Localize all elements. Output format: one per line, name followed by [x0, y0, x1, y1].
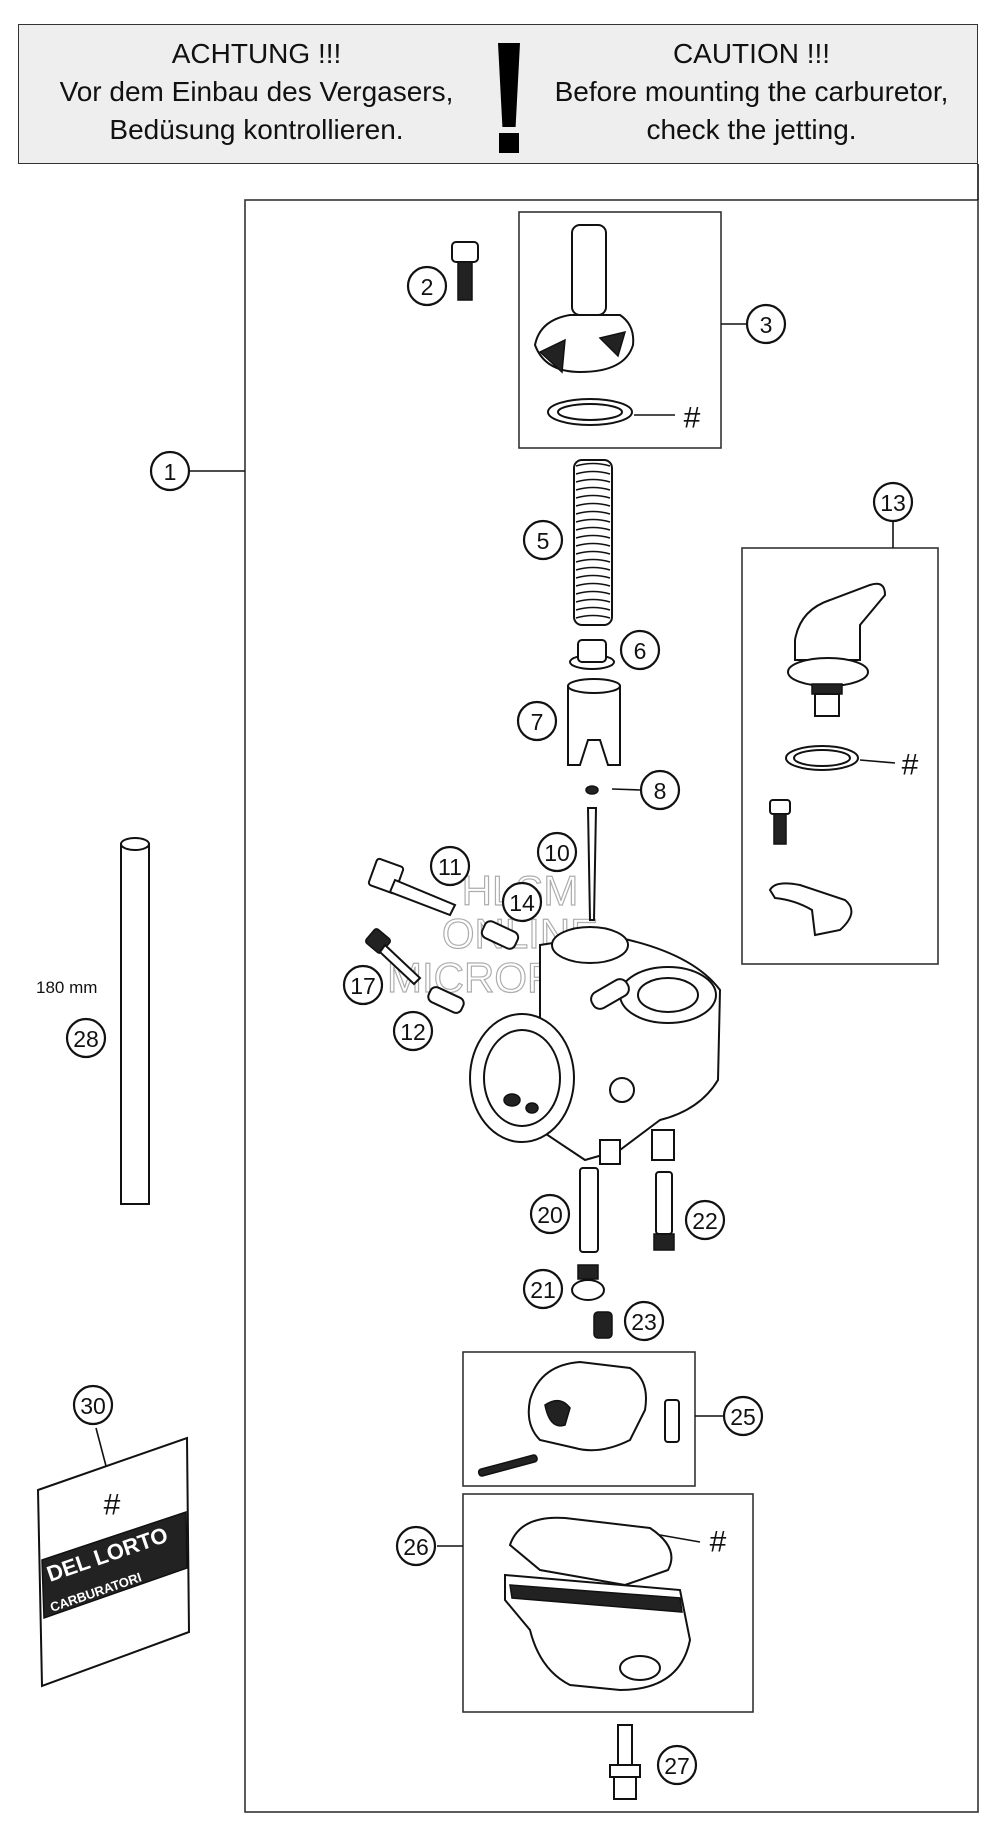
english-warning-line2: check the jetting. — [646, 114, 857, 145]
part-callout-3: 3 — [745, 303, 787, 345]
choke-box — [741, 547, 939, 965]
clip-part-8 — [585, 785, 599, 795]
part-callout-17: 17 — [342, 964, 384, 1006]
gasket-hash-symbol: # — [710, 1526, 727, 1559]
svg-text:25: 25 — [730, 1404, 756, 1430]
svg-text:14: 14 — [509, 890, 535, 916]
jet-part-20 — [579, 1167, 599, 1253]
float-bowl-box — [462, 1493, 754, 1713]
gasket-hash-symbol: # — [902, 749, 919, 782]
english-warning-line1: Before mounting the carburetor, — [554, 76, 949, 107]
part-callout-27: 27 — [656, 1744, 698, 1786]
gasket-hash-symbol: # — [684, 402, 701, 435]
svg-text:26: 26 — [403, 1534, 429, 1560]
exclamation-icon — [494, 43, 524, 155]
part-callout-2: 2 — [406, 265, 448, 307]
svg-text:27: 27 — [664, 1753, 690, 1779]
part-callout-14: 14 — [501, 881, 543, 923]
svg-text:7: 7 — [531, 709, 544, 735]
part-callout-5: 5 — [522, 519, 564, 561]
part-callout-30: 30 — [72, 1384, 114, 1426]
part-callout-22: 22 — [684, 1199, 726, 1241]
part-callout-12: 12 — [392, 1010, 434, 1052]
english-warning-title: CAUTION !!! — [672, 38, 831, 69]
needle-part-10 — [586, 807, 598, 921]
german-warning: ACHTUNG !!! Vor dem Einbau des Vergasers… — [29, 35, 484, 149]
screw-part-2 — [451, 241, 479, 301]
part-callout-1: 1 — [149, 450, 191, 492]
part-callout-11: 11 — [429, 845, 471, 887]
svg-text:1: 1 — [164, 459, 177, 485]
part-callout-6: 6 — [619, 629, 661, 671]
leader-lines — [95, 323, 896, 1547]
part-callout-20: 20 — [529, 1193, 571, 1235]
gasket-kit-bag-part-30: DEL LORTO CARBURATORI — [36, 1436, 191, 1688]
gasket-hash-symbol: # — [104, 1489, 121, 1522]
main-jet-part-21 — [571, 1264, 605, 1301]
part-callout-7: 7 — [516, 700, 558, 742]
float-bowl-part-26 — [504, 1516, 692, 1692]
svg-text:23: 23 — [631, 1309, 657, 1335]
svg-text:10: 10 — [544, 840, 570, 866]
throttle-cap-part-3 — [533, 224, 635, 426]
svg-text:17: 17 — [350, 973, 376, 999]
throttle-cap-box — [518, 211, 722, 449]
part-callout-21: 21 — [522, 1268, 564, 1310]
spring-part-12 — [427, 986, 465, 1014]
part-callout-23: 23 — [623, 1300, 665, 1342]
part-callout-26: 26 — [395, 1525, 437, 1567]
svg-text:22: 22 — [692, 1208, 718, 1234]
hose-length-label: 180 mm — [36, 978, 97, 997]
jet-part-23 — [593, 1311, 613, 1339]
part-callout-25: 25 — [722, 1395, 764, 1437]
spring-part-5 — [573, 459, 613, 626]
float-part-25 — [477, 1360, 680, 1477]
svg-text:21: 21 — [530, 1277, 556, 1303]
choke-part-13 — [768, 582, 887, 937]
svg-text:5: 5 — [537, 528, 550, 554]
svg-text:20: 20 — [537, 1202, 563, 1228]
svg-text:28: 28 — [73, 1026, 99, 1052]
screw-part-17 — [365, 928, 422, 986]
spring-part-14 — [480, 920, 520, 950]
svg-text:11: 11 — [438, 854, 462, 880]
german-warning-line1: Vor dem Einbau des Vergasers, — [59, 76, 454, 107]
german-warning-title: ACHTUNG !!! — [171, 38, 342, 69]
warning-banner: ACHTUNG !!! Vor dem Einbau des Vergasers… — [18, 24, 978, 164]
float-box — [462, 1351, 696, 1487]
idle-screw-part-11 — [367, 857, 457, 917]
german-warning-line2: Bedüsung kontrollieren. — [109, 114, 404, 145]
retainer-part-6 — [569, 639, 615, 670]
part-callout-13: 13 — [872, 481, 914, 523]
part-callout-10: 10 — [536, 831, 578, 873]
svg-text:12: 12 — [400, 1019, 426, 1045]
svg-text:2: 2 — [421, 274, 434, 300]
carburetor-body — [469, 926, 722, 1165]
part-callout-8: 8 — [639, 769, 681, 811]
drain-screw-part-27 — [609, 1724, 641, 1800]
throttle-slide-part-7 — [567, 678, 621, 766]
svg-text:13: 13 — [880, 490, 906, 516]
svg-text:30: 30 — [80, 1393, 106, 1419]
emulsion-tube-part-22 — [653, 1171, 675, 1251]
svg-text:6: 6 — [634, 638, 647, 664]
part-callout-28: 28 — [65, 1017, 107, 1059]
svg-text:3: 3 — [760, 312, 773, 338]
english-warning: CAUTION !!! Before mounting the carburet… — [529, 35, 974, 149]
carburetor-assembly-frame — [244, 199, 979, 1813]
svg-text:8: 8 — [654, 778, 667, 804]
hose-part-28 — [120, 837, 150, 1205]
